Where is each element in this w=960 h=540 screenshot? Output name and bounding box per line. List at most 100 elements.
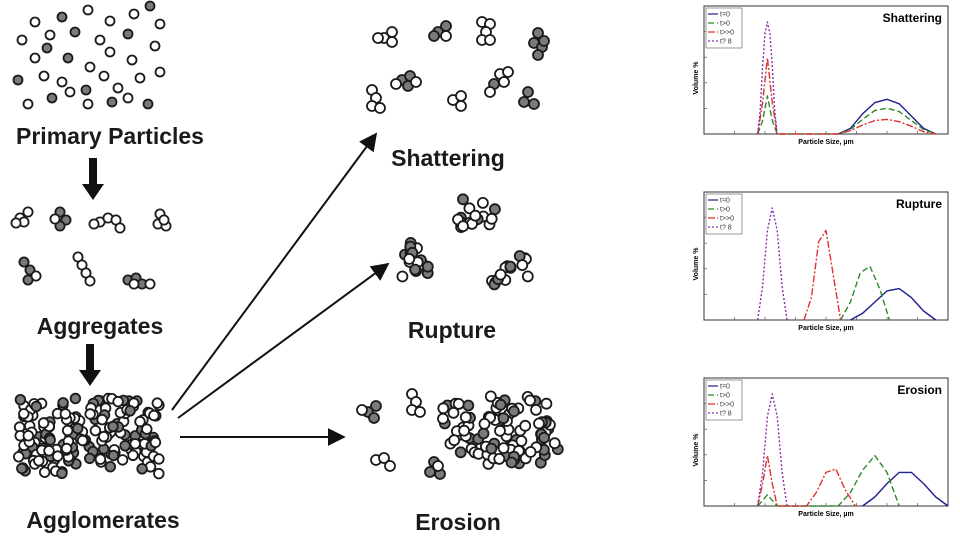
series-line-1 <box>757 454 900 507</box>
primary-particle <box>142 98 154 110</box>
agglomerate-particle <box>127 449 139 462</box>
agglomerate-particle <box>107 420 119 433</box>
fragment-particle <box>548 437 561 450</box>
fragment-particle <box>437 402 450 415</box>
agglomerate-particle <box>69 392 82 405</box>
series-line-3 <box>757 21 778 135</box>
fragment-particle <box>494 424 506 437</box>
fragment-particle <box>519 419 532 432</box>
agglomerate-particle <box>141 423 153 435</box>
fragment-particle <box>372 32 384 44</box>
fragment-particle <box>462 399 475 412</box>
fragment-particle <box>538 431 550 444</box>
fragment-particle <box>463 202 476 215</box>
agglomerate-particle <box>71 422 84 435</box>
primary-particle <box>154 18 166 30</box>
fragment-particle <box>396 270 409 283</box>
fragment-particle <box>477 427 490 440</box>
series-line-2 <box>803 229 842 321</box>
legend-entry: t>>0 <box>720 402 734 409</box>
primary-particle <box>80 84 92 96</box>
agglomerate-particle <box>97 430 110 443</box>
agglomerate-particle <box>43 445 55 457</box>
fragment-particle <box>521 270 534 283</box>
fragment-particle <box>414 406 426 418</box>
primary-particle <box>29 52 41 64</box>
agglomerate-particle <box>153 453 165 465</box>
aggregate-particle <box>18 256 30 268</box>
agglomerate-particle <box>107 449 120 462</box>
fragment-particle <box>502 66 514 78</box>
shattering-fragments-illustration <box>366 16 550 114</box>
primary-particle <box>12 74 24 86</box>
fragment-particle <box>374 102 386 114</box>
series-line-3 <box>757 393 788 507</box>
primary-particle <box>16 34 28 46</box>
agglomerate-particle <box>56 467 68 480</box>
legend-entry: t>0 <box>720 393 730 400</box>
aggregate-particle <box>10 217 22 229</box>
fragment-particle <box>356 404 368 416</box>
fragment-particle <box>504 260 517 273</box>
agglomerate-particle <box>76 434 89 447</box>
fragment-particle <box>454 446 467 459</box>
primary-particle <box>64 86 76 98</box>
primary-particle <box>38 70 50 82</box>
legend-entry: t? 8 <box>720 225 732 232</box>
fragment-particle <box>452 397 465 410</box>
primary-particle <box>41 42 53 54</box>
legend-entry: t? 8 <box>720 411 732 418</box>
fragment-particle <box>484 390 497 403</box>
agglomerate-particle <box>30 400 43 413</box>
down-arrow-1 <box>82 158 104 200</box>
fragment-particle <box>484 86 496 98</box>
agglomerate-particle <box>57 397 69 409</box>
fragment-particle <box>386 36 398 48</box>
series-line-3 <box>757 207 788 321</box>
primary-particle <box>69 26 81 38</box>
series-line-0 <box>862 471 949 507</box>
series-line-2 <box>757 454 856 507</box>
chart-title: Rupture <box>896 197 942 211</box>
legend-entry: t>0 <box>720 21 730 28</box>
agglomerate-particle <box>22 430 35 442</box>
fragment-particle <box>505 456 518 469</box>
legend-entry: t>>0 <box>720 216 734 223</box>
fragment-particle <box>455 100 467 112</box>
agglomerate-particle <box>33 455 45 467</box>
agglomerate-particle <box>89 424 102 437</box>
chart-plot-area <box>703 191 949 321</box>
primary-particle <box>44 29 56 41</box>
fragment-particle <box>516 259 529 272</box>
agglomerate-particle <box>14 394 27 406</box>
primary-particle <box>56 11 68 23</box>
agglomerate-particle <box>153 467 165 480</box>
y-axis-label: Volume % <box>693 61 700 95</box>
series-line-2 <box>757 57 936 135</box>
primary-particle <box>112 82 124 94</box>
label-rupture: Rupture <box>408 317 496 343</box>
fragment-particle <box>457 193 469 206</box>
agglomerate-particle <box>84 408 96 420</box>
primary-particle <box>149 40 161 52</box>
fragment-particle <box>440 30 452 42</box>
agglomerate-particle <box>94 453 107 465</box>
label-agglomerates: Agglomerates <box>26 507 179 533</box>
primary-particle <box>46 92 58 104</box>
primary-particle <box>106 96 118 108</box>
x-axis-label: Particle Size, µm <box>798 511 853 518</box>
x-axis-label: Particle Size, µm <box>798 325 853 332</box>
legend-entry: t>0 <box>720 207 730 214</box>
agglomerate-particle <box>39 466 51 478</box>
label-aggregates: Aggregates <box>37 313 164 339</box>
agglomerate-particle <box>148 409 160 422</box>
legend-entry: t=0 <box>720 384 730 391</box>
fragment-particle <box>378 452 390 464</box>
rupture-fragments-illustration <box>396 193 534 291</box>
primary-particle <box>56 76 68 88</box>
fragment-particle <box>457 220 469 233</box>
primary-particle <box>104 46 116 58</box>
